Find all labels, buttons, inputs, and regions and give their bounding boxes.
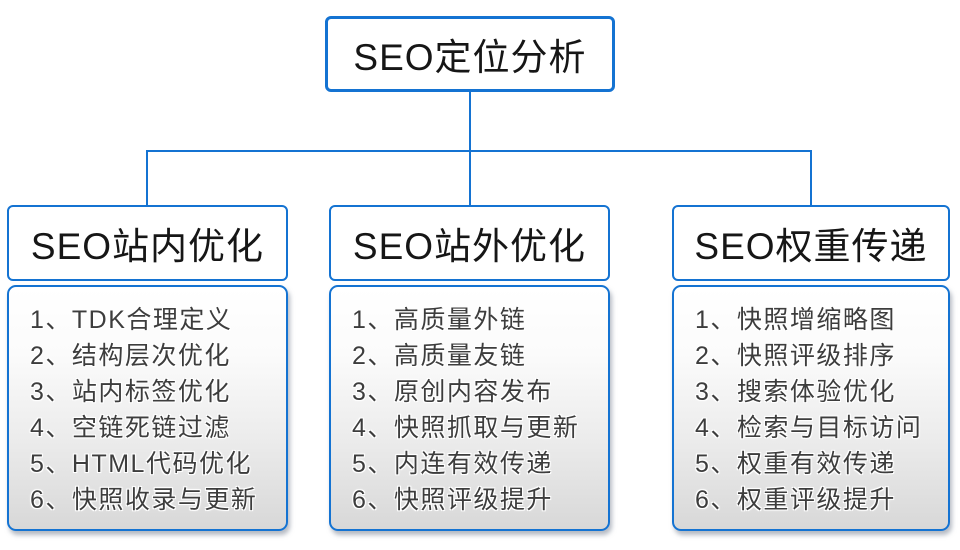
list-onsite-seo: 1、TDK合理定义 2、结构层次优化 3、站内标签优化 4、空链死链过滤 5、H… — [7, 285, 288, 531]
connector-horizontal — [146, 150, 812, 152]
list-offsite-seo-items: 1、高质量外链 2、高质量友链 3、原创内容发布 4、快照抓取与更新 5、内连有… — [352, 302, 608, 518]
node-offsite-seo: SEO站外优化 — [329, 205, 610, 281]
list-item: 2、高质量友链 — [352, 342, 527, 370]
node-onsite-seo-title: SEO站内优化 — [30, 226, 265, 267]
node-weight-transfer-title: SEO权重传递 — [694, 226, 928, 267]
list-item: 3、站内标签优化 — [30, 378, 231, 406]
list-item: 5、内连有效传递 — [352, 450, 553, 478]
node-onsite-seo: SEO站内优化 — [7, 205, 288, 281]
connector-drop-middle — [469, 150, 471, 207]
list-item: 1、高质量外链 — [352, 306, 527, 334]
list-weight-transfer-items: 1、快照增缩略图 2、快照评级排序 3、搜索体验优化 4、检索与目标访问 5、权… — [695, 302, 948, 518]
list-item: 2、结构层次优化 — [30, 342, 231, 370]
list-item: 1、TDK合理定义 — [30, 306, 233, 334]
list-onsite-seo-items: 1、TDK合理定义 2、结构层次优化 3、站内标签优化 4、空链死链过滤 5、H… — [30, 302, 286, 518]
root-node-title: SEO定位分析 — [353, 37, 587, 78]
list-item: 6、快照评级提升 — [352, 486, 553, 514]
list-item: 6、权重评级提升 — [695, 486, 896, 514]
node-offsite-seo-title: SEO站外优化 — [352, 226, 587, 267]
list-item: 3、搜索体验优化 — [695, 378, 896, 406]
list-weight-transfer: 1、快照增缩略图 2、快照评级排序 3、搜索体验优化 4、检索与目标访问 5、权… — [672, 285, 950, 531]
list-item: 4、空链死链过滤 — [30, 414, 231, 442]
connector-drop-right — [810, 150, 812, 207]
list-item: 4、快照抓取与更新 — [352, 414, 580, 442]
root-node: SEO定位分析 — [325, 16, 615, 92]
list-item: 4、检索与目标访问 — [695, 414, 923, 442]
connector-drop-left — [146, 150, 148, 207]
list-item: 5、HTML代码优化 — [30, 450, 252, 478]
list-item: 6、快照收录与更新 — [30, 486, 258, 514]
list-item: 1、快照增缩略图 — [695, 306, 896, 334]
list-item: 5、权重有效传递 — [695, 450, 896, 478]
connector-stem — [469, 92, 471, 152]
list-offsite-seo: 1、高质量外链 2、高质量友链 3、原创内容发布 4、快照抓取与更新 5、内连有… — [329, 285, 610, 531]
node-weight-transfer: SEO权重传递 — [672, 205, 950, 281]
list-item: 3、原创内容发布 — [352, 378, 553, 406]
list-item: 2、快照评级排序 — [695, 342, 896, 370]
